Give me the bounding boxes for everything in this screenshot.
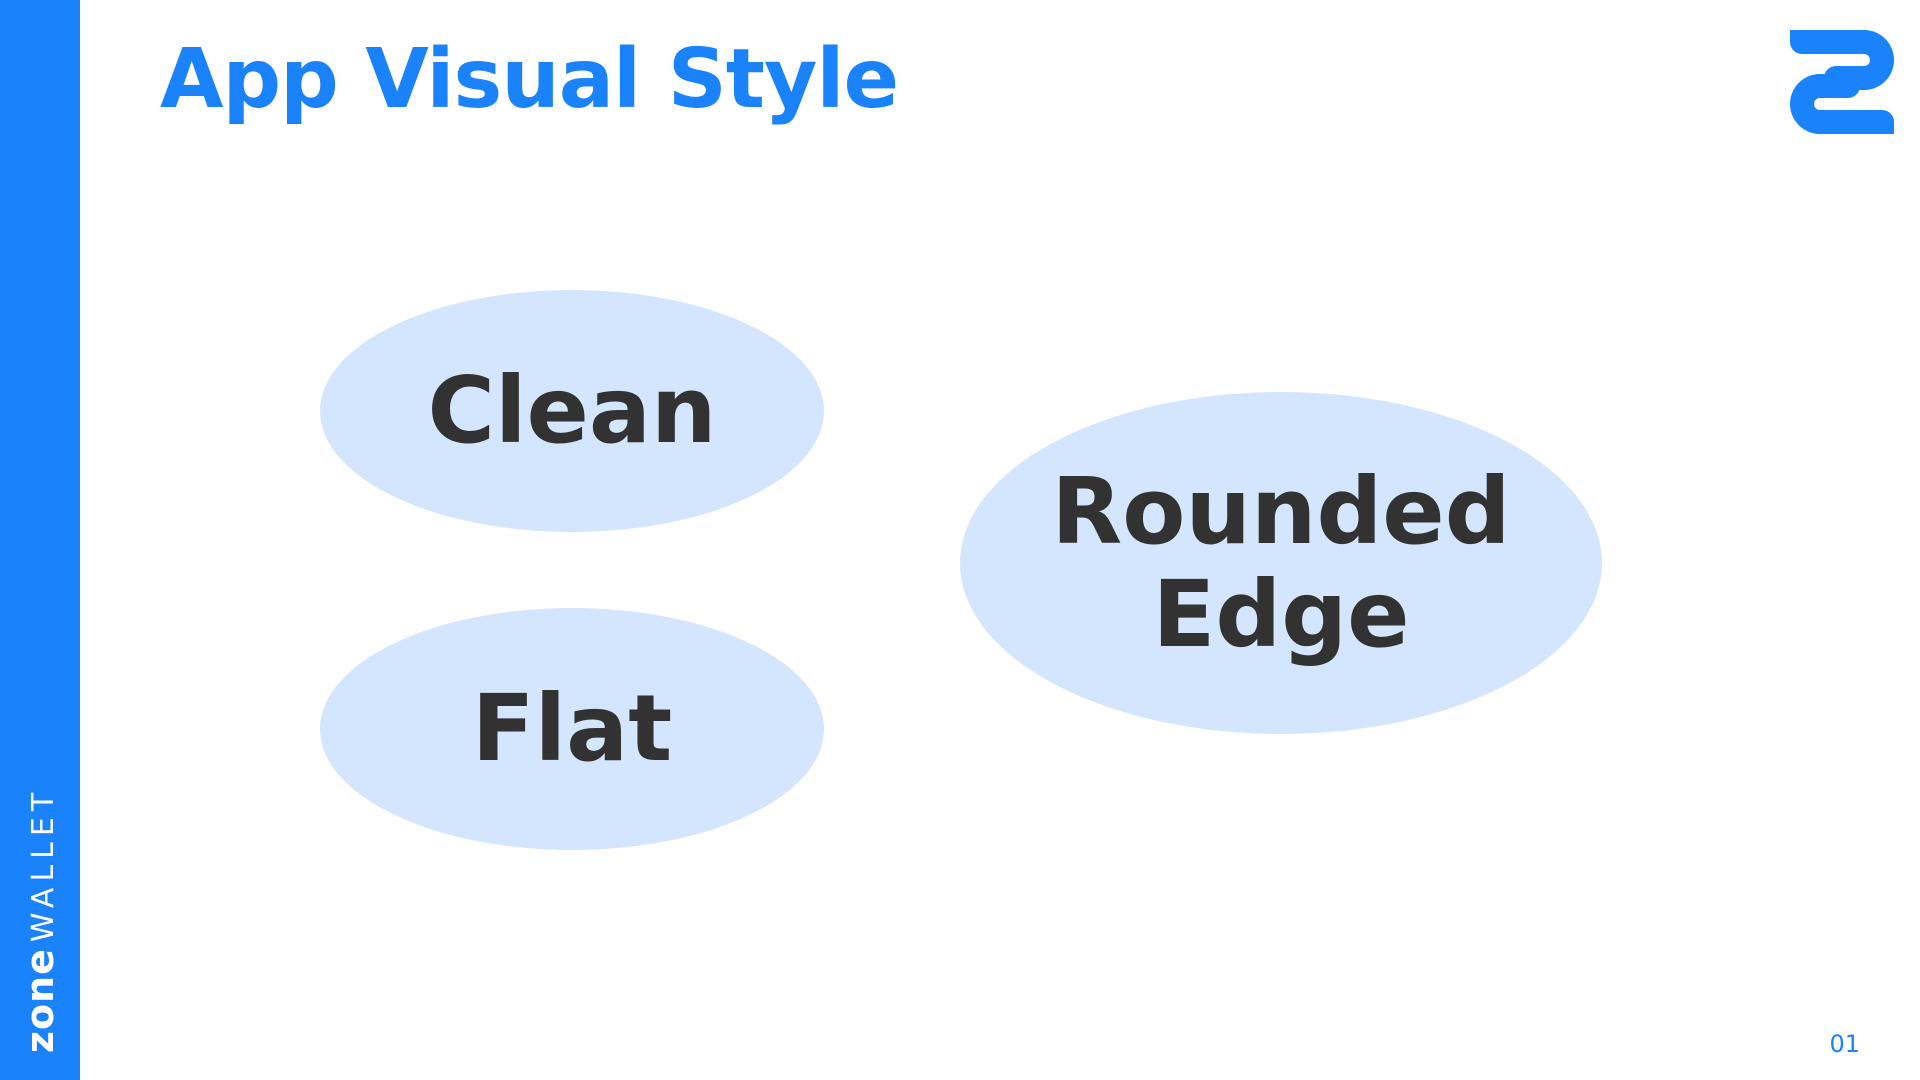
bubble-label-flat: Flat: [471, 675, 673, 783]
brand-name-bold: zone: [18, 948, 62, 1054]
brand-wordmark: zone WALLET: [18, 787, 62, 1053]
style-bubble-clean: Clean: [320, 290, 824, 532]
style-bubble-flat: Flat: [320, 608, 824, 850]
brand-side-bar: zone WALLET: [0, 0, 80, 1080]
page-number: 01: [1829, 1030, 1860, 1058]
style-bubble-rounded-edge: Rounded Edge: [960, 392, 1602, 734]
brand-name-light: WALLET: [26, 786, 61, 943]
page-title: App Visual Style: [160, 32, 899, 127]
bubble-label-rounded-edge: Rounded Edge: [1051, 457, 1511, 668]
zone-wallet-logo-icon: [1790, 30, 1894, 134]
bubble-label-clean: Clean: [427, 357, 717, 465]
